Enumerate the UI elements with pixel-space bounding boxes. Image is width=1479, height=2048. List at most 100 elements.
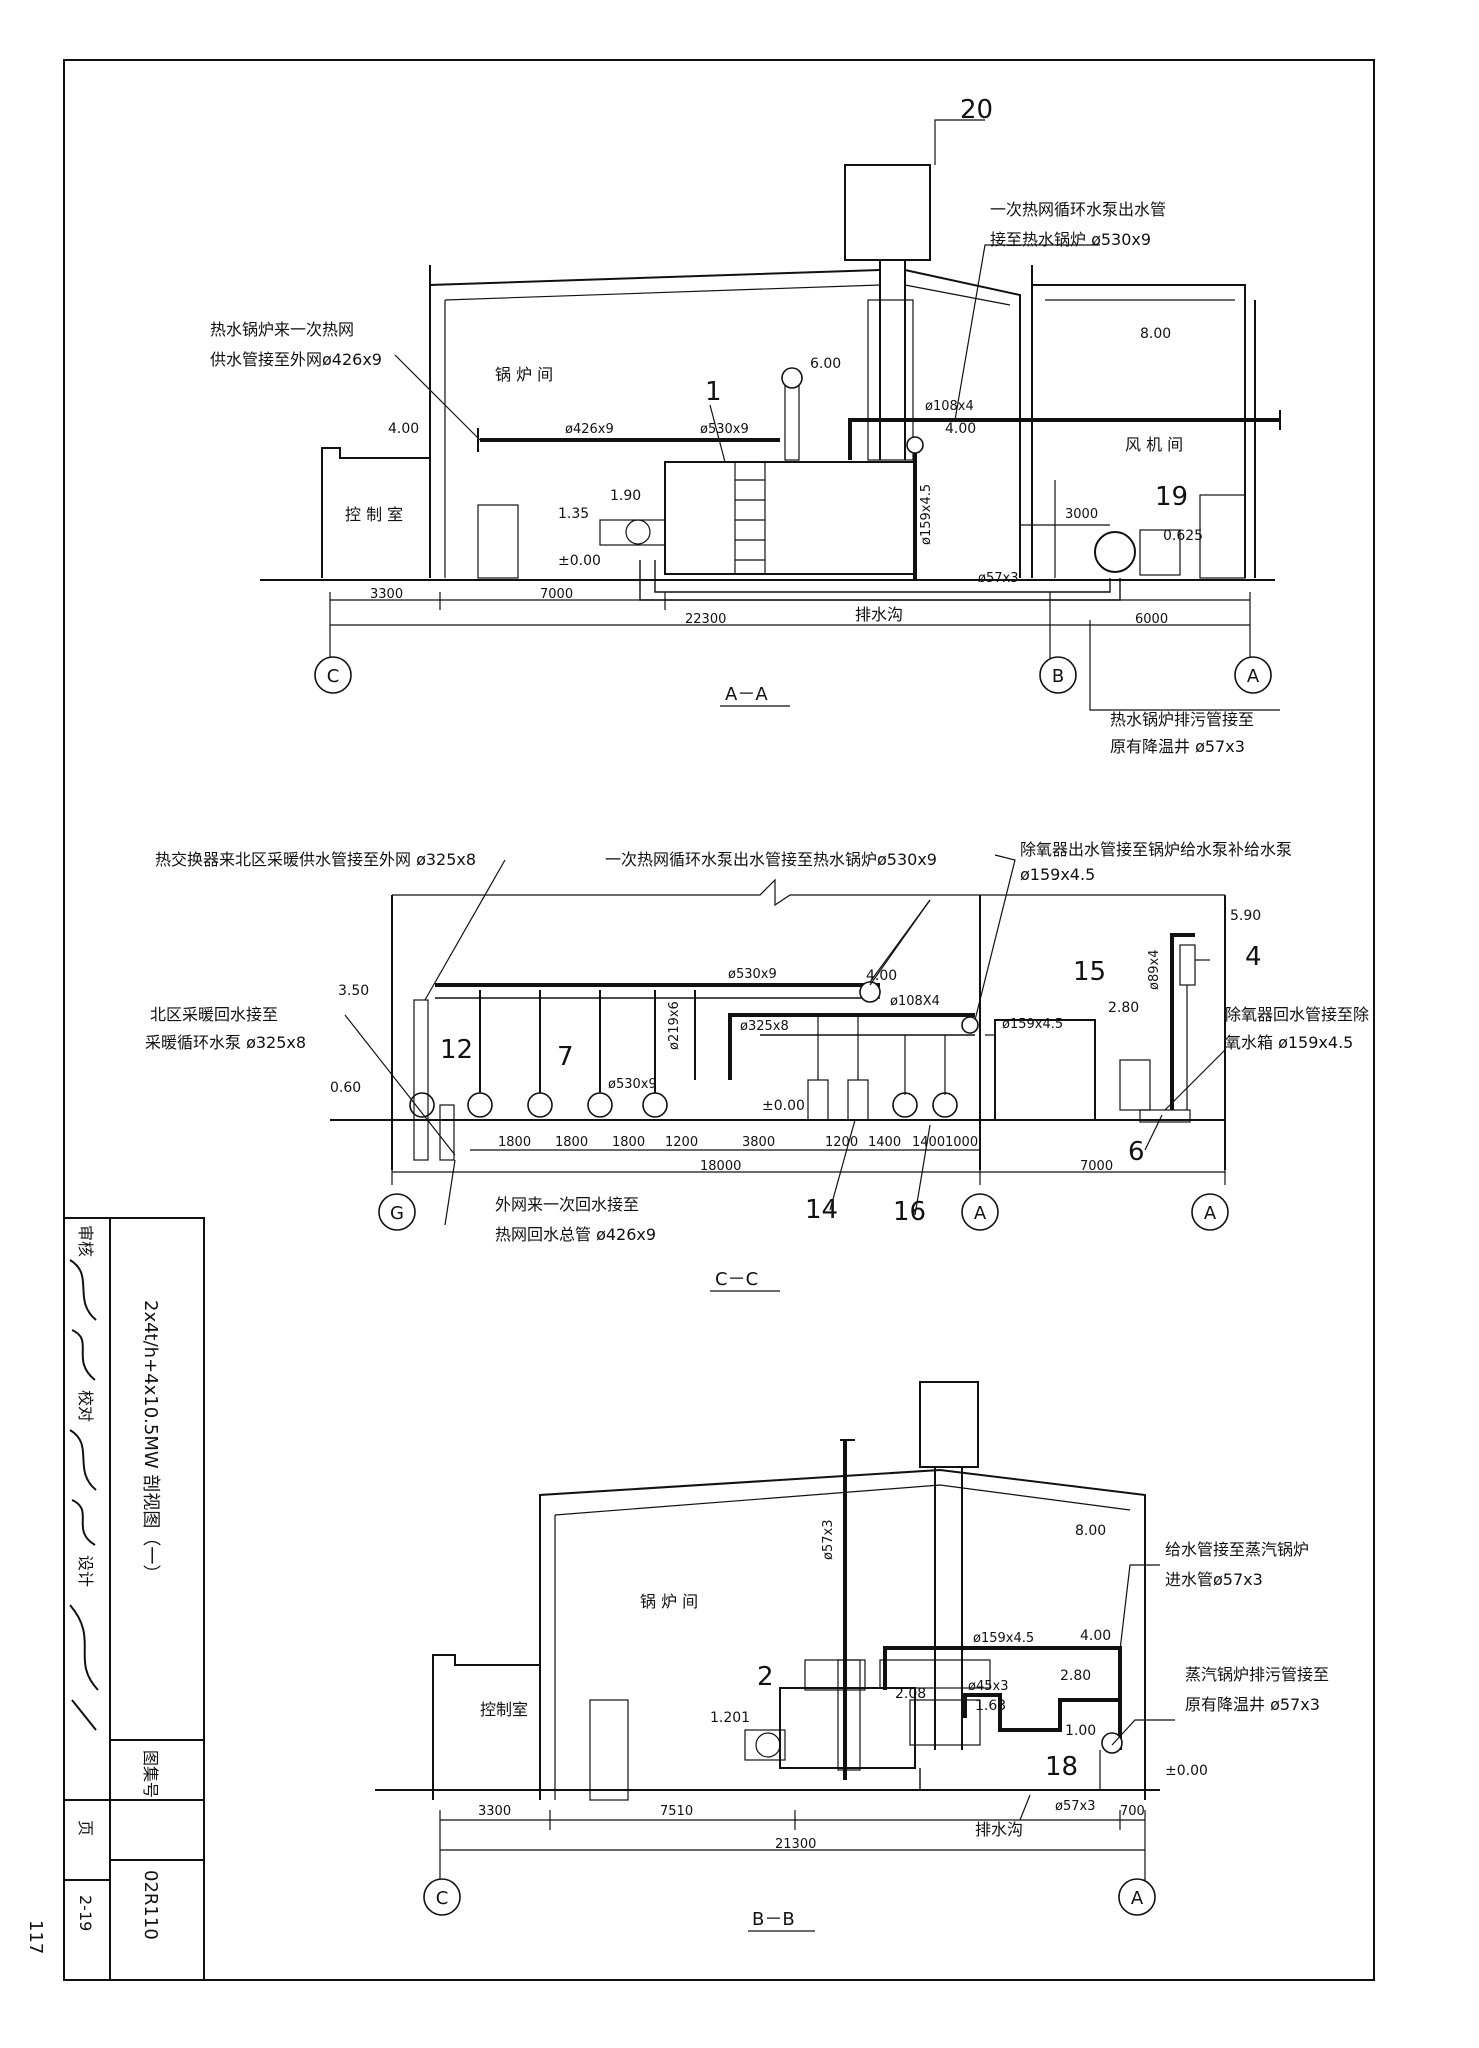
- section-bb: C A 锅 炉 间 控制室 给水管接至蒸汽锅炉 进水管ø57x3 蒸汽锅炉排污管…: [375, 1381, 1329, 1932]
- cc-label-hx-supply: 热交换器来北区采暖供水管接至外网 ø325x8: [155, 850, 476, 869]
- aa-pipe-159: ø159x4.5: [919, 484, 934, 545]
- cc-axis-a2: A: [1204, 1203, 1217, 1224]
- bb-label-drain-1: 蒸汽锅炉排污管接至: [1185, 1665, 1329, 1684]
- aa-fan: [1094, 531, 1136, 573]
- cc-section-title: C－C: [715, 1269, 758, 1290]
- cc-label-deaer-return-2: 氧水箱 ø159x4.5: [1225, 1033, 1353, 1052]
- bb-label-feed-2: 进水管ø57x3: [1165, 1570, 1263, 1589]
- aa-label-drain-1: 热水锅炉排污管接至: [1110, 710, 1254, 729]
- cc-pipe-530a: ø530x9: [728, 967, 777, 982]
- bb-pipe-159: ø159x4.5: [973, 1631, 1034, 1646]
- bb-label-feed-1: 给水管接至蒸汽锅炉: [1165, 1540, 1309, 1559]
- cc-dim-1800a: 1800: [498, 1135, 531, 1150]
- aa-room-fan: 风 机 间: [1125, 435, 1183, 454]
- cc-item-4: 4: [1245, 942, 1262, 972]
- bb-section-title: B－B: [752, 1909, 795, 1930]
- cc-dim-1200b: 1200: [825, 1135, 858, 1150]
- aa-label-pump-out-2: 接至热水锅炉 ø530x9: [990, 230, 1151, 249]
- cc-pipe-108: ø108X4: [890, 994, 940, 1009]
- bb-boiler: [779, 1687, 916, 1769]
- bb-label-drain-2: 原有降温井 ø57x3: [1185, 1695, 1320, 1714]
- cc-elev-400: 4.00: [866, 968, 897, 984]
- bb-label-ditch: 排水沟: [975, 1820, 1023, 1839]
- title-block: 2x4t/h+4x10.5MW 剖视图（一） 审核 校对 设计 图集号 02R1…: [63, 1217, 205, 1981]
- aa-boiler: [664, 461, 916, 575]
- cc-pipe-219: ø219x6: [667, 1001, 682, 1050]
- cc-label-pump-out: 一次热网循环水泵出水管接至热水锅炉ø530x9: [605, 850, 937, 869]
- bb-elev-000: ±0.00: [1165, 1763, 1208, 1779]
- cc-label-outer-return-2: 热网回水总管 ø426x9: [495, 1225, 656, 1244]
- signature-check: [69, 1429, 97, 1546]
- aa-elev-800: 8.00: [1140, 326, 1171, 342]
- aa-label-drain-2: 原有降温井 ø57x3: [1110, 737, 1245, 756]
- aa-pipe-57: ø57x3: [978, 571, 1018, 586]
- bb-elev-1201: 1.201: [710, 1710, 750, 1726]
- bb-item-18: 18: [1045, 1752, 1078, 1782]
- aa-axis-a-label: A: [1247, 666, 1260, 687]
- cc-item-7: 7: [557, 1042, 574, 1072]
- cc-dim-18000: 18000: [700, 1159, 741, 1174]
- aa-room-boiler: 锅 炉 间: [495, 365, 553, 384]
- aa-item-20: 20: [960, 95, 993, 125]
- aa-axis-a: [1234, 656, 1272, 694]
- bb-axis-a: A: [1131, 1888, 1144, 1909]
- cc-dim-1800b: 1800: [555, 1135, 588, 1150]
- cc-label-north-return-2: 采暖循环水泵 ø325x8: [145, 1033, 306, 1052]
- aa-elev-400b: 4.00: [945, 421, 976, 437]
- aa-label-hot-supply-2: 供水管接至外网ø426x9: [210, 350, 382, 369]
- cc-item-15: 15: [1073, 957, 1106, 987]
- bb-axis-c: C: [436, 1888, 449, 1909]
- cc-pipe-89: ø89x4: [1147, 950, 1162, 990]
- cc-item-14: 14: [805, 1195, 838, 1225]
- title-block-page-label: 页: [76, 1820, 95, 1836]
- title-block-check: 校对: [76, 1390, 95, 1422]
- cc-label-deaer-return-1: 除氧器回水管接至除: [1225, 1005, 1369, 1024]
- bb-elev-800: 8.00: [1075, 1523, 1106, 1539]
- aa-label-ditch: 排水沟: [855, 605, 903, 624]
- cc-dim-3800: 3800: [742, 1135, 775, 1150]
- cc-elev-000: ±0.00: [762, 1098, 805, 1114]
- cc-deaerator-tank: [994, 1019, 1096, 1121]
- aa-elev-190: 1.90: [610, 488, 641, 504]
- bb-room-control: 控制室: [480, 1700, 528, 1719]
- title-block-page-no: 2-19: [76, 1895, 95, 1931]
- cc-dim-1400b: 1400: [912, 1135, 945, 1150]
- cc-label-outer-return-1: 外网来一次回水接至: [495, 1195, 639, 1214]
- page-number: 117: [25, 1920, 46, 1954]
- title-block-review: 审核: [76, 1225, 95, 1257]
- aa-section-title: A－A: [725, 684, 768, 705]
- title-block-atlas-label: 图集号: [141, 1750, 160, 1798]
- sheet-border: [63, 59, 1375, 1981]
- cc-axis-a1: A: [974, 1203, 987, 1224]
- aa-elev-135: 1.35: [558, 506, 589, 522]
- cc-dim-1000: 1000: [945, 1135, 978, 1150]
- cc-dim-1400a: 1400: [868, 1135, 901, 1150]
- aa-dim-3000: 3000: [1065, 507, 1098, 522]
- cc-dim-1200a: 1200: [665, 1135, 698, 1150]
- bb-dim-3300: 3300: [478, 1804, 511, 1819]
- cc-pipe-325: ø325x8: [740, 1019, 789, 1034]
- title-block-design: 设计: [76, 1555, 95, 1587]
- aa-item-1: 1: [705, 377, 722, 407]
- aa-pipe-530: ø530x9: [700, 422, 749, 437]
- cc-dim-7000: 7000: [1080, 1159, 1113, 1174]
- aa-dim-22300: 22300: [685, 612, 726, 627]
- aa-pipe-426: ø426x9: [565, 422, 614, 437]
- cc-label-deaer-out-2: ø159x4.5: [1020, 865, 1095, 884]
- bb-dim-700: 700: [1120, 1804, 1145, 1819]
- cc-dim-1800c: 1800: [612, 1135, 645, 1150]
- signature-review: [69, 1259, 97, 1381]
- aa-elev-600: 6.00: [810, 356, 841, 372]
- signature-design: [69, 1604, 99, 1731]
- aa-axis-b: [1039, 656, 1077, 694]
- cc-elev-590: 5.90: [1230, 908, 1261, 924]
- cc-elev-060: 0.60: [330, 1080, 361, 1096]
- aa-dim-7000: 7000: [540, 587, 573, 602]
- bb-elev-280: 2.80: [1060, 1668, 1091, 1684]
- aa-room-control: 控 制 室: [345, 505, 403, 524]
- aa-axis-c: [314, 656, 352, 694]
- bb-pipe-57: ø57x3: [1055, 1799, 1095, 1814]
- bb-dim-7510: 7510: [660, 1804, 693, 1819]
- section-aa: C B A 20 1 19 锅 炉 间 风 机 间 控 制 室 热水锅炉来一次热…: [210, 95, 1281, 756]
